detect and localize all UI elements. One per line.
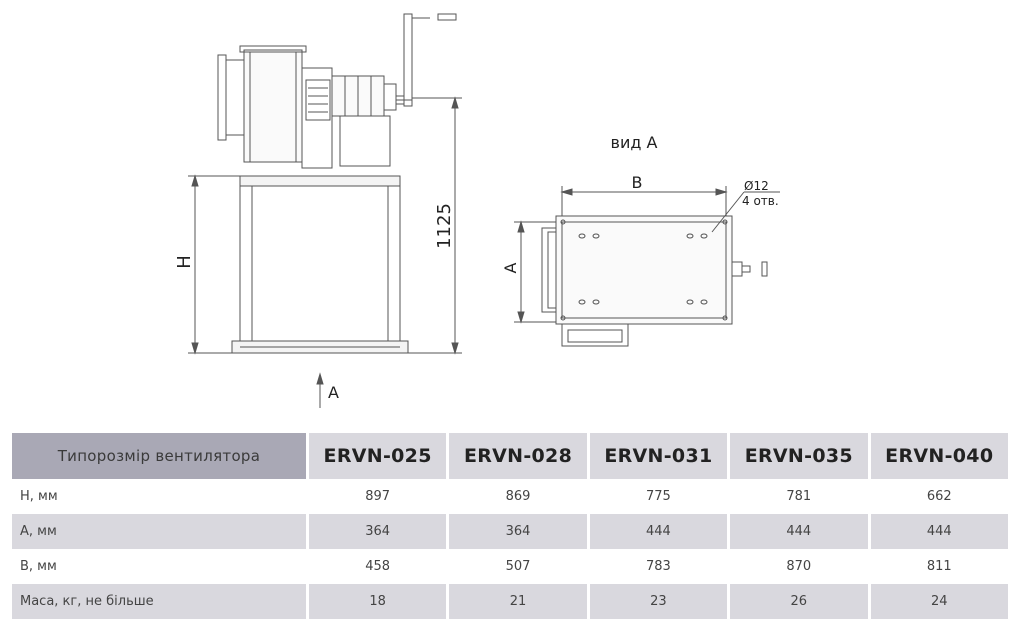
- table-cell: 458: [308, 549, 447, 584]
- table-cell: 444: [589, 514, 728, 549]
- table-row: B, мм 458 507 783 870 811: [12, 549, 1008, 584]
- table-cell: 869: [449, 479, 587, 514]
- arrow-a-label: A: [328, 383, 339, 402]
- table-cell: 364: [449, 514, 587, 549]
- model-header: ERVN-035: [730, 433, 868, 479]
- table-row: A, мм 364 364 444 444 444: [12, 514, 1008, 549]
- table-cell: 781: [730, 479, 868, 514]
- table-header-row: Типорозмір вентилятора ERVN-025 ERVN-028…: [12, 433, 1008, 479]
- row-label: B, мм: [12, 549, 306, 584]
- bracket: [395, 13, 457, 107]
- table-cell: 444: [730, 514, 868, 549]
- hole-count-label: 4 отв.: [742, 194, 779, 208]
- model-header: ERVN-028: [449, 433, 587, 479]
- table-cell: 21: [449, 584, 587, 619]
- fan-housing: [217, 45, 333, 169]
- technical-drawing: 1125 H A вид А B A Ø12 4 отв.: [174, 13, 780, 408]
- table-cell: 444: [870, 514, 1008, 549]
- table-cell: 18: [308, 584, 447, 619]
- header-label: Типорозмір вентилятора: [12, 433, 306, 479]
- table-cell: 811: [870, 549, 1008, 584]
- row-label: A, мм: [12, 514, 306, 549]
- table-cell: 507: [449, 549, 587, 584]
- table-cell: 783: [589, 549, 728, 584]
- hole-diameter-label: Ø12: [744, 179, 769, 193]
- motor: [331, 75, 397, 167]
- table-cell: 24: [870, 584, 1008, 619]
- spec-table: Типорозмір вентилятора ERVN-025 ERVN-028…: [12, 433, 1008, 619]
- model-header: ERVN-040: [870, 433, 1008, 479]
- row-label: Маса, кг, не більше: [12, 584, 306, 619]
- view-a-title: вид А: [611, 133, 658, 152]
- table-cell: 870: [730, 549, 868, 584]
- table-row: H, мм 897 869 775 781 662: [12, 479, 1008, 514]
- dim-b-label: B: [632, 173, 643, 192]
- dim-h-label: H: [174, 255, 195, 269]
- model-header: ERVN-025: [308, 433, 447, 479]
- table-cell: 23: [589, 584, 728, 619]
- model-header: ERVN-031: [589, 433, 728, 479]
- table-cell: 364: [308, 514, 447, 549]
- table-cell: 897: [308, 479, 447, 514]
- dimension-lines: [188, 96, 462, 408]
- table-cell: 775: [589, 479, 728, 514]
- view-a-drawing: [514, 186, 780, 347]
- stand-frame: [231, 175, 409, 354]
- row-label: H, мм: [12, 479, 306, 514]
- dim-a-label: A: [501, 262, 520, 273]
- dim-total-height-label: 1125: [434, 203, 455, 249]
- table-cell: 26: [730, 584, 868, 619]
- table-row: Маса, кг, не більше 18 21 23 26 24: [12, 584, 1008, 619]
- table-cell: 662: [870, 479, 1008, 514]
